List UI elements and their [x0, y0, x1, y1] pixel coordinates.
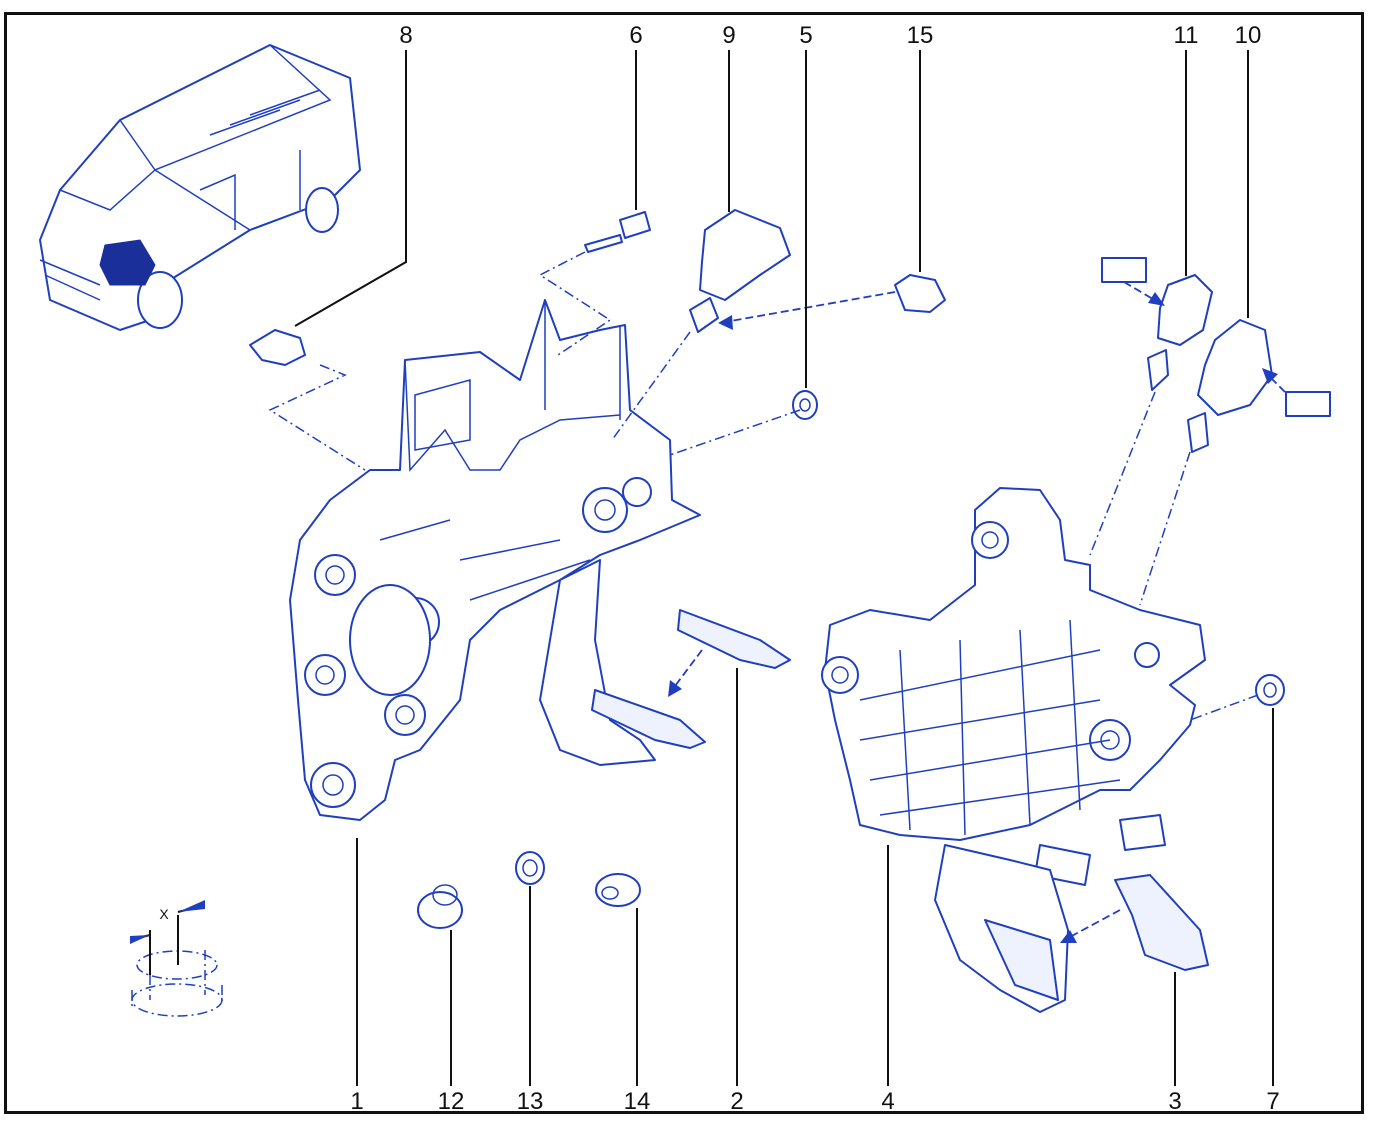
- callout-9: 9: [722, 22, 736, 49]
- leader-lines: [294, 50, 1274, 1086]
- assembly-lines: [268, 251, 1286, 943]
- callout-11: 11: [1173, 22, 1199, 49]
- callout-14: 14: [623, 1088, 651, 1115]
- pedal-bracket-assembly-right: [821, 487, 1209, 1013]
- pedal-bracket-assembly-left: [289, 299, 701, 821]
- callout-15: 15: [906, 22, 934, 49]
- pedal-pad-parts: [591, 609, 791, 749]
- callout-8: 8: [399, 22, 413, 49]
- callout-12: 12: [437, 1088, 465, 1115]
- callout-5: 5: [799, 22, 813, 49]
- highlight-pedal-area: [99, 239, 156, 286]
- callout-10: 10: [1234, 22, 1262, 49]
- dimension-label-x: X: [159, 906, 169, 922]
- callout-7: 7: [1266, 1088, 1280, 1115]
- callout-13: 13: [516, 1088, 544, 1115]
- van-illustration: [39, 44, 361, 331]
- callout-3: 3: [1168, 1088, 1182, 1115]
- small-hardware: [249, 209, 1331, 929]
- callout-6: 6: [629, 22, 643, 49]
- callout-4: 4: [881, 1088, 895, 1115]
- callout-1: 1: [350, 1088, 364, 1115]
- dimension-detail: [129, 900, 223, 1017]
- callout-2: 2: [730, 1088, 744, 1115]
